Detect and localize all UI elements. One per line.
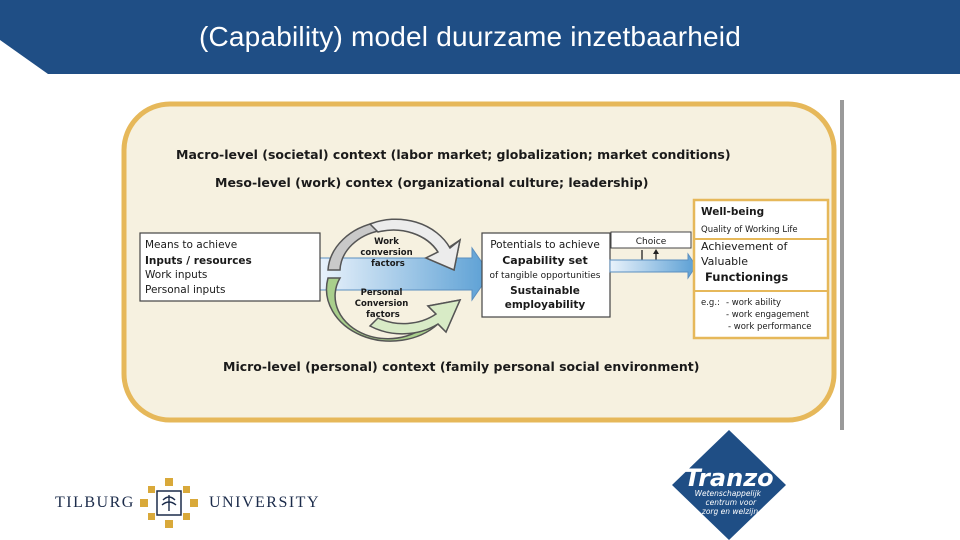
work-ability-label: - work ability bbox=[726, 298, 781, 308]
eg-label: e.g.: bbox=[701, 298, 720, 308]
tranzo-logo: Tranzo Wetenschappelijk centrum voor zor… bbox=[672, 430, 786, 540]
macro-level-label: Macro-level (societal) context (labor ma… bbox=[176, 147, 731, 162]
tranzo-subtitle: Wetenschappelijk centrum voor zorg en we… bbox=[695, 489, 764, 516]
sustainable-label: Sustainable bbox=[510, 285, 580, 297]
functionings-label: Functionings bbox=[705, 270, 788, 284]
meso-level-label: Meso-level (work) contex (organizational… bbox=[215, 175, 648, 190]
choice-box bbox=[610, 231, 692, 249]
quality-working-life-label: Quality of Working Life bbox=[701, 225, 798, 235]
tranzo-diamond bbox=[672, 430, 786, 540]
wellbeing-label: Well-being bbox=[701, 206, 764, 218]
header-background bbox=[0, 0, 960, 74]
potentials-label: Potentials to achieve bbox=[490, 239, 600, 251]
choice-arrow-up-head bbox=[653, 249, 659, 254]
work-inputs-label: Work inputs bbox=[145, 269, 207, 281]
means-box bbox=[139, 232, 321, 302]
achievement-label: Achievement of bbox=[701, 240, 788, 253]
micro-level-label: Micro-level (personal) context (family p… bbox=[223, 359, 699, 374]
outcomes-box bbox=[692, 198, 830, 340]
inputs-label: Inputs / resources bbox=[145, 255, 252, 267]
capability-model-diagram: Macro-level (societal) context (labor ma… bbox=[121, 100, 844, 430]
choice-label: Choice bbox=[636, 237, 667, 247]
tilburg-word: TILBURG bbox=[55, 494, 135, 511]
means-label: Means to achieve bbox=[145, 239, 237, 251]
personal-conversion-arrow-light bbox=[368, 299, 462, 335]
panel-edge bbox=[840, 100, 844, 430]
tilburg-emblem-icon bbox=[140, 478, 198, 528]
capability-set-label: Capability set bbox=[502, 254, 588, 267]
university-word: UNIVERSITY bbox=[209, 494, 320, 511]
header-bar bbox=[0, 0, 960, 74]
tranzo-name: Tranzo bbox=[684, 464, 773, 492]
work-engagement-label: - work engagement bbox=[726, 310, 810, 320]
valuable-label: Valuable bbox=[701, 255, 748, 268]
personal-conversion-label: Personal Conversion factors bbox=[355, 288, 411, 320]
potentials-box bbox=[481, 232, 611, 318]
outcome-arrow bbox=[609, 252, 697, 280]
tangible-opportunities-label: of tangible opportunities bbox=[490, 271, 601, 281]
slide-title: (Capability) model duurzame inzetbaarhei… bbox=[198, 21, 742, 52]
work-conversion-arrow-light bbox=[368, 218, 462, 272]
employability-label: employability bbox=[505, 299, 586, 311]
personal-inputs-label: Personal inputs bbox=[145, 284, 225, 296]
work-performance-label: - work performance bbox=[728, 322, 811, 332]
work-conversion-label: Work conversion factors bbox=[360, 237, 415, 269]
